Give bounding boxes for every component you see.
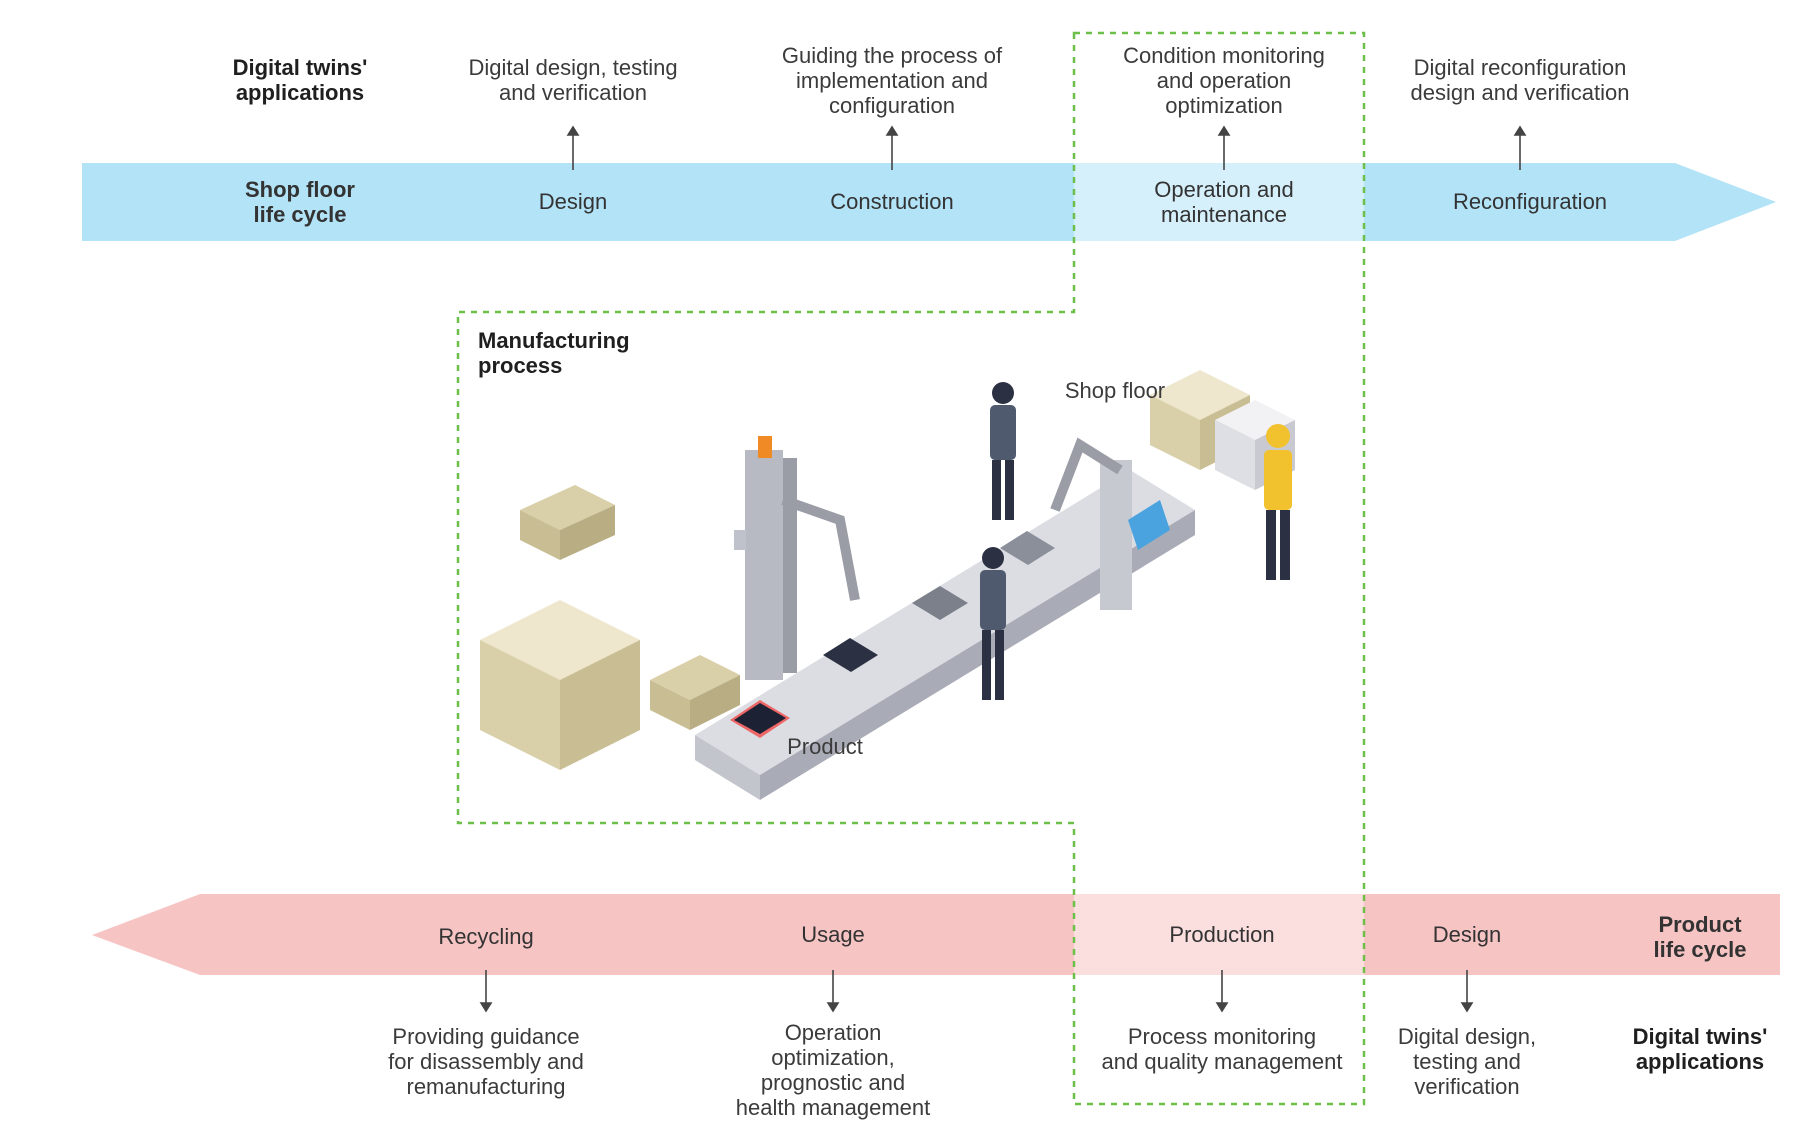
worker-1 — [990, 382, 1016, 520]
shop-floor-highlight — [1074, 163, 1364, 241]
product-app-production: Process monitoring and quality managemen… — [1101, 1024, 1343, 1074]
product-stage-design: Design — [1432, 922, 1502, 947]
manufacturing-outline — [456, 31, 1366, 1106]
product-stage-recycling: Recycling — [438, 924, 534, 949]
product-lifecycle-label: Product life cycle — [1653, 912, 1747, 962]
shop-floor-connectors — [566, 125, 1527, 170]
product-highlight — [1074, 894, 1364, 975]
shop-app-reconfiguration: Digital reconfiguration design and verif… — [1410, 55, 1630, 105]
worker-3 — [1264, 424, 1292, 580]
shop-stage-construction: Construction — [830, 189, 954, 214]
boxes-left — [480, 485, 740, 770]
shop-app-construction: Guiding the process of implementation an… — [781, 43, 1003, 118]
robot-arm-right — [1050, 437, 1170, 610]
shop-stage-reconfiguration: Reconfiguration — [1452, 189, 1608, 214]
product-app-design: Digital design, testing and verification — [1397, 1024, 1537, 1099]
shop-floor-apps-label: Digital twins' applications — [232, 55, 368, 105]
robot-tower-left — [734, 436, 860, 680]
product-app-usage: Operation optimization, prognostic and h… — [735, 1020, 931, 1120]
conveyor-belt — [695, 470, 1195, 800]
shop-stage-operation: Operation and maintenance — [1154, 177, 1294, 227]
product-app-recycling: Providing guidance for disassembly and r… — [388, 1024, 584, 1099]
manufacturing-title: Manufacturing process — [478, 328, 630, 378]
product-connectors — [479, 970, 1474, 1013]
product-apps-label: Digital twins' applications — [1632, 1024, 1768, 1074]
shop-floor-lifecycle-label: Shop floor life cycle — [245, 177, 355, 227]
product-trays — [730, 531, 1055, 738]
product-stage-production: Production — [1169, 922, 1275, 947]
worker-2 — [980, 547, 1006, 700]
shop-app-operation: Condition monitoring and operation optim… — [1123, 43, 1325, 118]
shop-app-design: Digital design, testing and verification — [468, 55, 678, 105]
product-stage-usage: Usage — [801, 922, 865, 947]
shop-stage-design: Design — [538, 189, 608, 214]
shop-floor-label: Shop floor — [1064, 378, 1166, 403]
product-label: Product — [787, 734, 863, 759]
